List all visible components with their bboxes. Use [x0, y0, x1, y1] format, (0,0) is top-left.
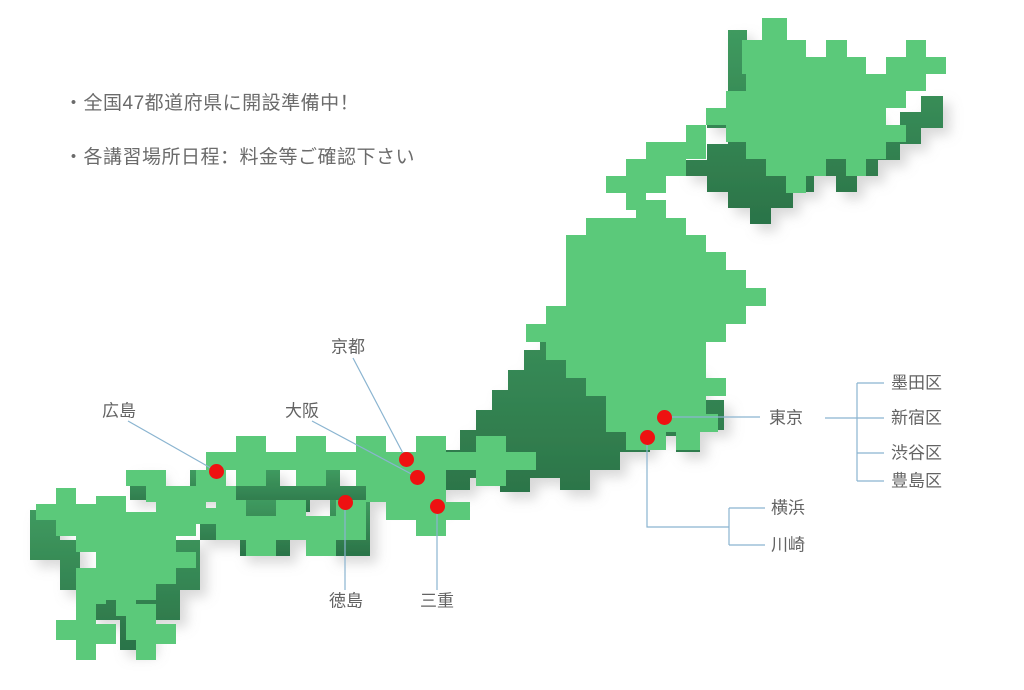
label-kawasaki: 川崎: [771, 535, 805, 555]
label-kyoto: 京都: [331, 337, 365, 357]
label-shinjuku: 新宿区: [891, 408, 942, 428]
marker-tokyo[interactable]: [656, 409, 672, 425]
label-tokyo: 東京: [769, 408, 803, 428]
marker-osaka[interactable]: [409, 469, 425, 485]
label-toshima: 豊島区: [891, 471, 942, 491]
label-sumida: 墨田区: [891, 373, 942, 393]
note-line-1: ・全国47都道府県に開設準備中！: [64, 93, 360, 114]
label-shibuya: 渋谷区: [891, 443, 942, 463]
label-yokohama: 横浜: [771, 498, 805, 518]
marker-kyoto[interactable]: [398, 451, 414, 467]
marker-kanagawa[interactable]: [639, 429, 655, 445]
label-osaka: 大阪: [285, 401, 319, 421]
marker-mie[interactable]: [429, 498, 445, 514]
label-mie: 三重: [420, 591, 454, 611]
label-tokushima: 徳島: [329, 591, 363, 611]
notes-block: ・全国47都道府県に開設準備中！ ・各講習場所日程：料金等ご確認下さい: [64, 92, 415, 200]
marker-hiroshima[interactable]: [208, 463, 224, 479]
note-line-2: ・各講習場所日程：料金等ご確認下さい: [64, 146, 416, 168]
marker-tokushima[interactable]: [337, 494, 353, 510]
label-hiroshima: 広島: [102, 401, 136, 421]
